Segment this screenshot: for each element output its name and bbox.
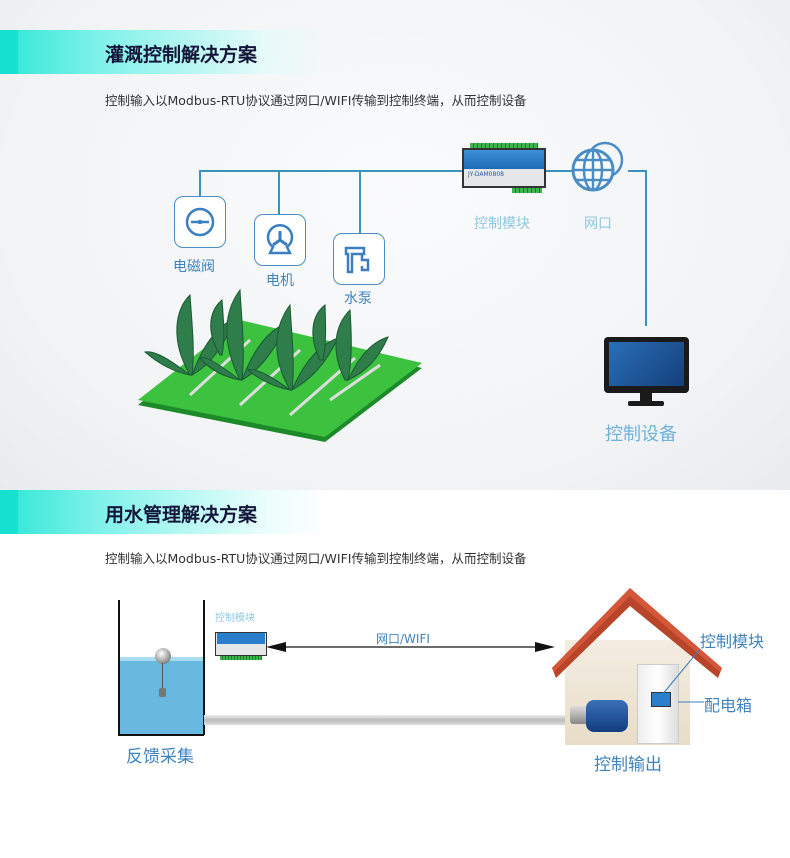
connection-line [359, 170, 361, 234]
pump-label: 水泵 [344, 291, 372, 307]
float-sensor [159, 688, 166, 697]
output-label: 控制输出 [594, 755, 662, 775]
section-header-bar [0, 490, 330, 534]
tank-wall [118, 600, 120, 735]
house-roof [552, 588, 722, 678]
motor-label: 电机 [266, 273, 294, 289]
section-title: 灌溉控制解决方案 [105, 44, 258, 66]
irrigation-section [0, 0, 790, 490]
connection-line [199, 170, 463, 172]
section-subtitle: 控制输入以Modbus-RTU协议通过网口/WIFI传输到控制终端，从而控制设备 [105, 93, 527, 108]
water-pipe [204, 715, 570, 725]
pump-inlet [570, 706, 588, 724]
control-module-label: 控制模块 [474, 216, 530, 232]
connection-line [545, 170, 573, 172]
monitor-base [628, 401, 664, 406]
monitor-icon [604, 337, 689, 393]
house-module-label: 控制模块 [700, 632, 765, 651]
connection-line [199, 170, 201, 197]
control-module-image: JY-DAM0808 [462, 143, 546, 193]
valve-label: 电磁阀 [173, 259, 215, 275]
valve-icon-box [174, 196, 226, 248]
link-label: 网口/WIFI [376, 632, 430, 646]
module-label: 控制模块 [215, 613, 255, 624]
cabinet-label: 配电箱 [704, 696, 753, 715]
tank-wall [203, 600, 205, 735]
cabinet-module-icon [651, 692, 671, 707]
valve-icon [185, 207, 215, 237]
section-title: 用水管理解决方案 [105, 504, 258, 526]
pump-icon-box [333, 233, 385, 285]
float-ball-icon [155, 648, 171, 664]
connection-line [645, 170, 647, 326]
pump-motor-icon [586, 700, 628, 732]
terminal-label: 控制设备 [605, 424, 677, 445]
section-subtitle: 控制输入以Modbus-RTU协议通过网口/WIFI传输到控制终端，从而控制设备 [105, 551, 527, 566]
network-label: 网口 [584, 216, 612, 232]
farm-field-illustration [138, 288, 422, 442]
water-pump-icon [344, 246, 370, 274]
section-header-bar [0, 30, 330, 74]
float-wire [162, 663, 163, 689]
connection-line [278, 170, 280, 215]
globe-icon [571, 141, 624, 192]
module-model: JY-DAM0808 [468, 171, 504, 178]
tank-label: 反馈采集 [126, 747, 194, 767]
monitor-stand [640, 393, 652, 402]
callout-line [661, 648, 704, 703]
motor-icon-box [254, 214, 306, 266]
motor-icon [266, 224, 294, 255]
connection-line [628, 170, 646, 172]
control-module-image [215, 630, 267, 660]
tank-bottom [118, 734, 204, 736]
bidirectional-arrow [266, 642, 555, 652]
